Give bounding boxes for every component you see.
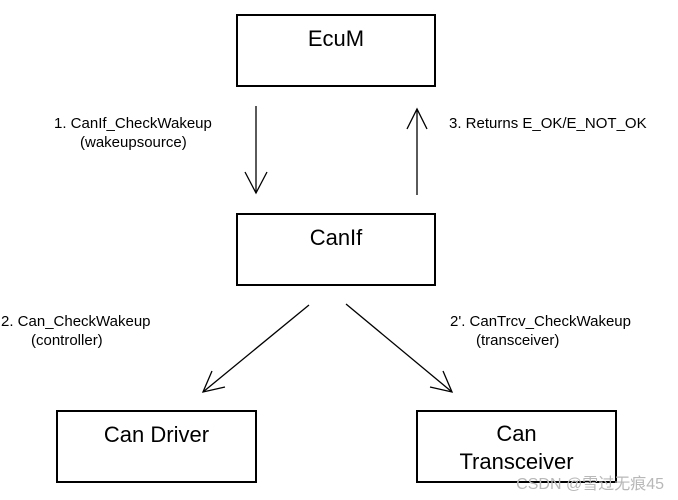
step2-line1: 2. Can_CheckWakeup bbox=[1, 313, 151, 330]
can-transceiver-box: Can Transceiver bbox=[416, 410, 617, 483]
can-driver-box: Can Driver bbox=[56, 410, 257, 483]
can-transceiver-label: Can Transceiver bbox=[459, 412, 573, 475]
ecum-box: EcuM bbox=[236, 14, 436, 87]
arrow-canif-to-can-transceiver bbox=[345, 303, 454, 393]
canif-label: CanIf bbox=[309, 225, 363, 250]
step2b-line2: (transceiver) bbox=[476, 332, 560, 349]
arrow-canif-to-can-driver bbox=[201, 304, 310, 393]
ecum-label: EcuM bbox=[307, 26, 365, 51]
can-transceiver-label-line1: Can bbox=[496, 421, 537, 446]
step1-annotation: 1. CanIf_CheckWakeup (wakeupsource) bbox=[54, 114, 212, 152]
step3-line1: 3. Returns E_OK/E_NOT_OK bbox=[449, 115, 647, 132]
can-transceiver-label-line2: Transceiver bbox=[459, 448, 574, 474]
step1-line2: (wakeupsource) bbox=[80, 134, 187, 151]
can-driver-label: Can Driver bbox=[103, 422, 210, 447]
step3-annotation: 3. Returns E_OK/E_NOT_OK bbox=[449, 114, 647, 133]
watermark: CSDN @雪过无痕45 bbox=[516, 476, 664, 493]
step2b-annotation: 2'. CanTrcv_CheckWakeup (transceiver) bbox=[450, 312, 631, 350]
step2-annotation: 2. Can_CheckWakeup (controller) bbox=[1, 312, 151, 350]
step1-line1: 1. CanIf_CheckWakeup bbox=[54, 115, 212, 132]
arrow-canif-to-ecum bbox=[406, 107, 428, 195]
canif-box: CanIf bbox=[236, 213, 436, 286]
step2b-line1: 2'. CanTrcv_CheckWakeup bbox=[450, 313, 631, 330]
step2-line2: (controller) bbox=[31, 332, 103, 349]
arrow-ecum-to-canif bbox=[244, 106, 268, 195]
